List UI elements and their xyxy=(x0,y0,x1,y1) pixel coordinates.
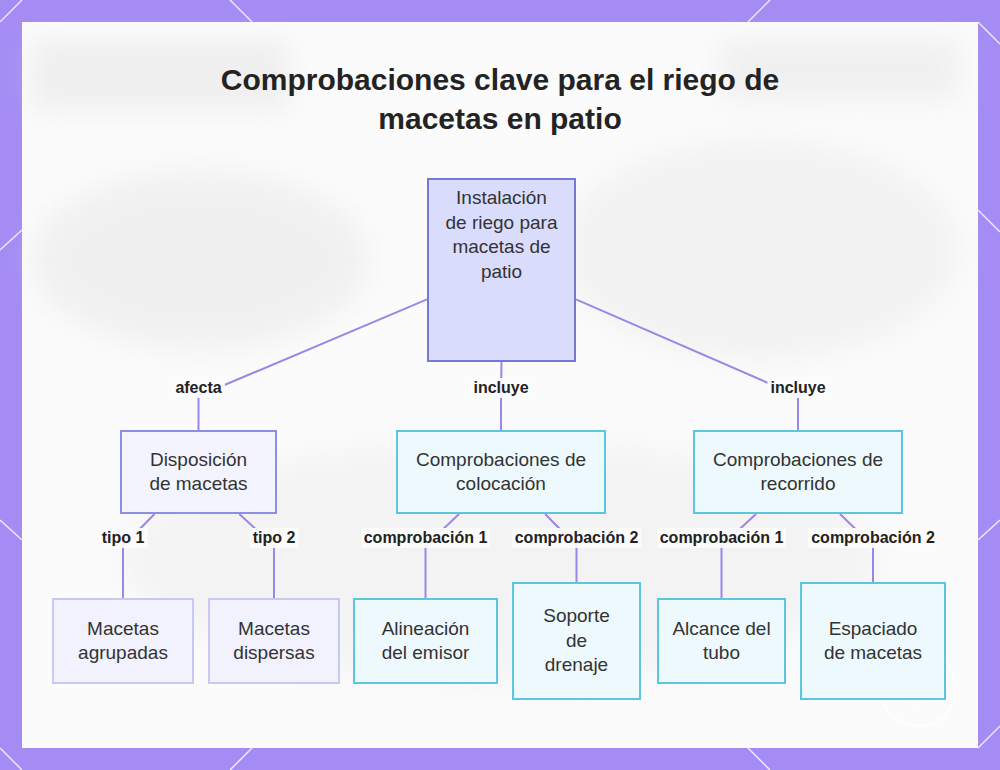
connector-line xyxy=(840,514,873,582)
root-box: Instalación de riego para macetas de pat… xyxy=(427,178,576,362)
check-box: Soporte de drenaje xyxy=(512,582,641,700)
edge-label: comprobación 2 xyxy=(512,528,642,548)
check-box: Espaciado de macetas xyxy=(800,582,946,700)
white-panel xyxy=(22,22,978,748)
node-text: Macetas dispersas xyxy=(217,617,332,666)
connector-line xyxy=(722,514,757,598)
node-text: Comprobaciones de colocación xyxy=(406,448,596,497)
node-text: Instalación de riego para macetas de pat… xyxy=(446,186,558,284)
check-box: Comprobaciones de colocación xyxy=(396,430,606,514)
edge-label: afecta xyxy=(172,378,224,398)
connector-line xyxy=(239,514,274,598)
node-text: Alcance del tubo xyxy=(672,617,772,666)
check-box: Comprobaciones de recorrido xyxy=(693,430,903,514)
edge-label: comprobación 2 xyxy=(808,528,938,548)
edge-label: incluye xyxy=(470,378,531,398)
connector-line xyxy=(576,299,798,430)
type-box: Macetas dispersas xyxy=(208,598,340,684)
diagram-title: Comprobaciones clave para el riego de ma… xyxy=(170,60,830,138)
node-text: Disposición de macetas xyxy=(143,448,255,497)
node-text: Macetas agrupadas xyxy=(63,617,183,666)
edge-label: comprobación 1 xyxy=(657,528,787,548)
node-text: Soporte de drenaje xyxy=(534,604,619,678)
check-box: Alcance del tubo xyxy=(657,598,786,684)
edge-label: comprobación 1 xyxy=(361,528,491,548)
edge-label: tipo 2 xyxy=(250,528,299,548)
edge-label: incluye xyxy=(767,378,828,398)
connector-line xyxy=(426,514,460,598)
connector-line xyxy=(545,514,576,582)
node-text: Espaciado de macetas xyxy=(823,617,923,666)
connector-line xyxy=(123,514,155,598)
check-box: Alineación del emisor xyxy=(353,598,498,684)
type-box: Macetas agrupadas xyxy=(52,598,194,684)
edge-label: tipo 1 xyxy=(99,528,148,548)
node-text: Alineación del emisor xyxy=(376,617,476,666)
node-text: Comprobaciones de recorrido xyxy=(703,448,893,497)
connector-line xyxy=(199,299,428,430)
category-box: Disposición de macetas xyxy=(120,430,277,514)
